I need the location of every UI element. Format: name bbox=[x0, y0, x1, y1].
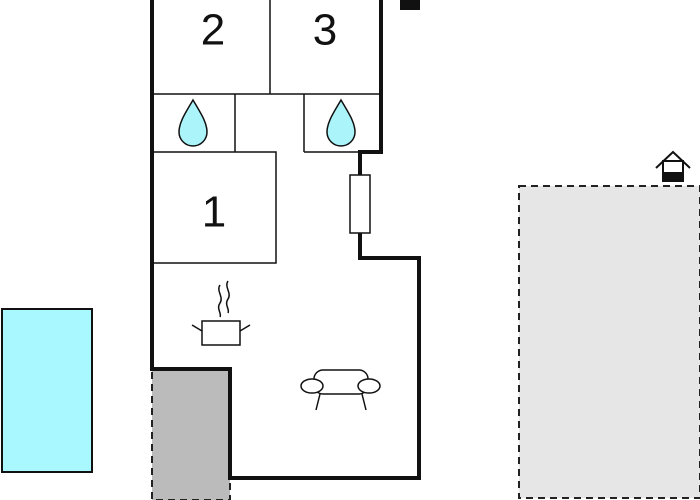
outer-wall bbox=[150, 0, 421, 480]
cooking-pot-icon bbox=[191, 280, 251, 346]
wall-room-1 bbox=[152, 151, 277, 264]
radiator-icon bbox=[349, 174, 371, 234]
water-drop-icon bbox=[178, 98, 208, 147]
window-marker-icon bbox=[400, 0, 420, 10]
room-3-label: 3 bbox=[313, 6, 337, 55]
room-2-label: 2 bbox=[201, 6, 225, 55]
sofa-icon bbox=[300, 369, 381, 411]
covered-terrace bbox=[151, 368, 231, 500]
garden-plot bbox=[518, 185, 700, 499]
house-icon bbox=[655, 150, 691, 182]
swimming-pool bbox=[1, 308, 93, 473]
room-1-label: 1 bbox=[202, 188, 226, 237]
water-drop-icon bbox=[326, 98, 356, 147]
